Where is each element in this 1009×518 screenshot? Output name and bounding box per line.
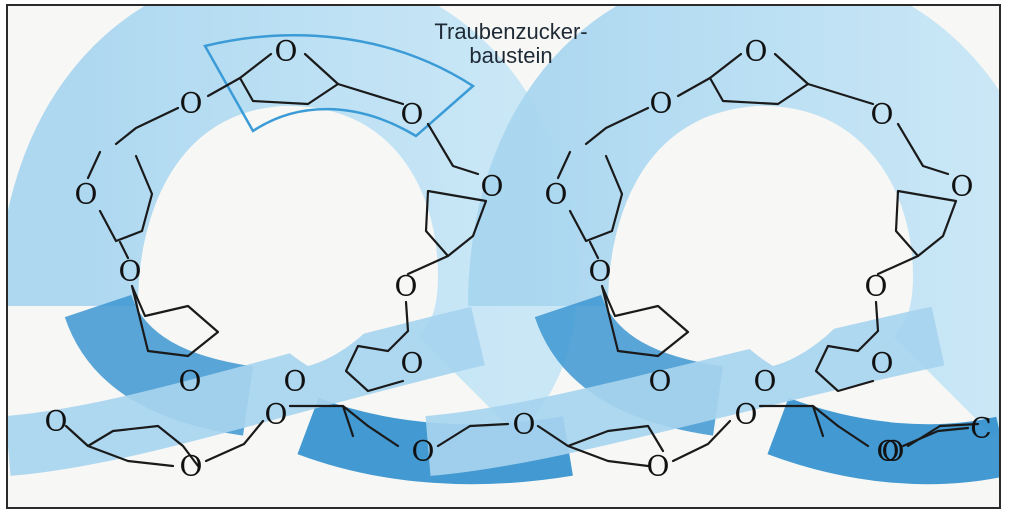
oxygen-atom-ring: O: [649, 365, 672, 398]
oxygen-atom-faded: O: [754, 365, 777, 398]
oxygen-atom-link: O: [180, 87, 203, 120]
chain-end-symbol: C: [970, 412, 991, 445]
diagram-frame: OOOOOOOOOOOOOOOOOOOOOOOOOOOOOC Traubenzu…: [6, 4, 1001, 509]
oxygen-atom-faded: O: [284, 365, 307, 398]
oxygen-atom-ring: O: [871, 347, 894, 380]
oxygen-atom-link: O: [395, 270, 418, 303]
oxygen-atom-link: O: [865, 270, 888, 303]
helix-hole-left: [208, 110, 419, 366]
oxygen-atom-link: O: [589, 255, 612, 288]
label-line-2: baustein: [391, 44, 631, 68]
oxygen-atom-ring: O: [545, 178, 568, 211]
glucose-unit-label: Traubenzucker- baustein: [391, 20, 631, 68]
oxygen-atom-ring: O: [401, 347, 424, 380]
oxygen-atom-ring: O: [877, 435, 900, 468]
label-line-1: Traubenzucker-: [391, 20, 631, 44]
oxygen-atom-ring: O: [481, 170, 504, 203]
oxygen-atom-link: O: [265, 398, 288, 431]
oxygen-atom-end: O: [45, 405, 68, 438]
oxygen-atom-ring: O: [871, 98, 894, 131]
oxygen-atom-link: O: [650, 87, 673, 120]
oxygen-atom-ring: O: [745, 35, 768, 68]
amylose-helix-diagram: OOOOOOOOOOOOOOOOOOOOOOOOOOOOOC: [8, 6, 1001, 509]
oxygen-atom-ring: O: [75, 178, 98, 211]
oxygen-atom-ring: O: [180, 450, 203, 483]
oxygen-atom-link: O: [513, 408, 536, 441]
oxygen-atom-ring: O: [951, 170, 974, 203]
oxygen-atom-link: O: [119, 255, 142, 288]
oxygen-atom-ring: O: [401, 98, 424, 131]
oxygen-atom-link: O: [735, 398, 758, 431]
oxygen-atom-ring: O: [275, 35, 298, 68]
oxygen-atom-ring: O: [412, 435, 435, 468]
oxygen-atom-ring: O: [179, 365, 202, 398]
oxygen-atom-ring: O: [647, 450, 670, 483]
